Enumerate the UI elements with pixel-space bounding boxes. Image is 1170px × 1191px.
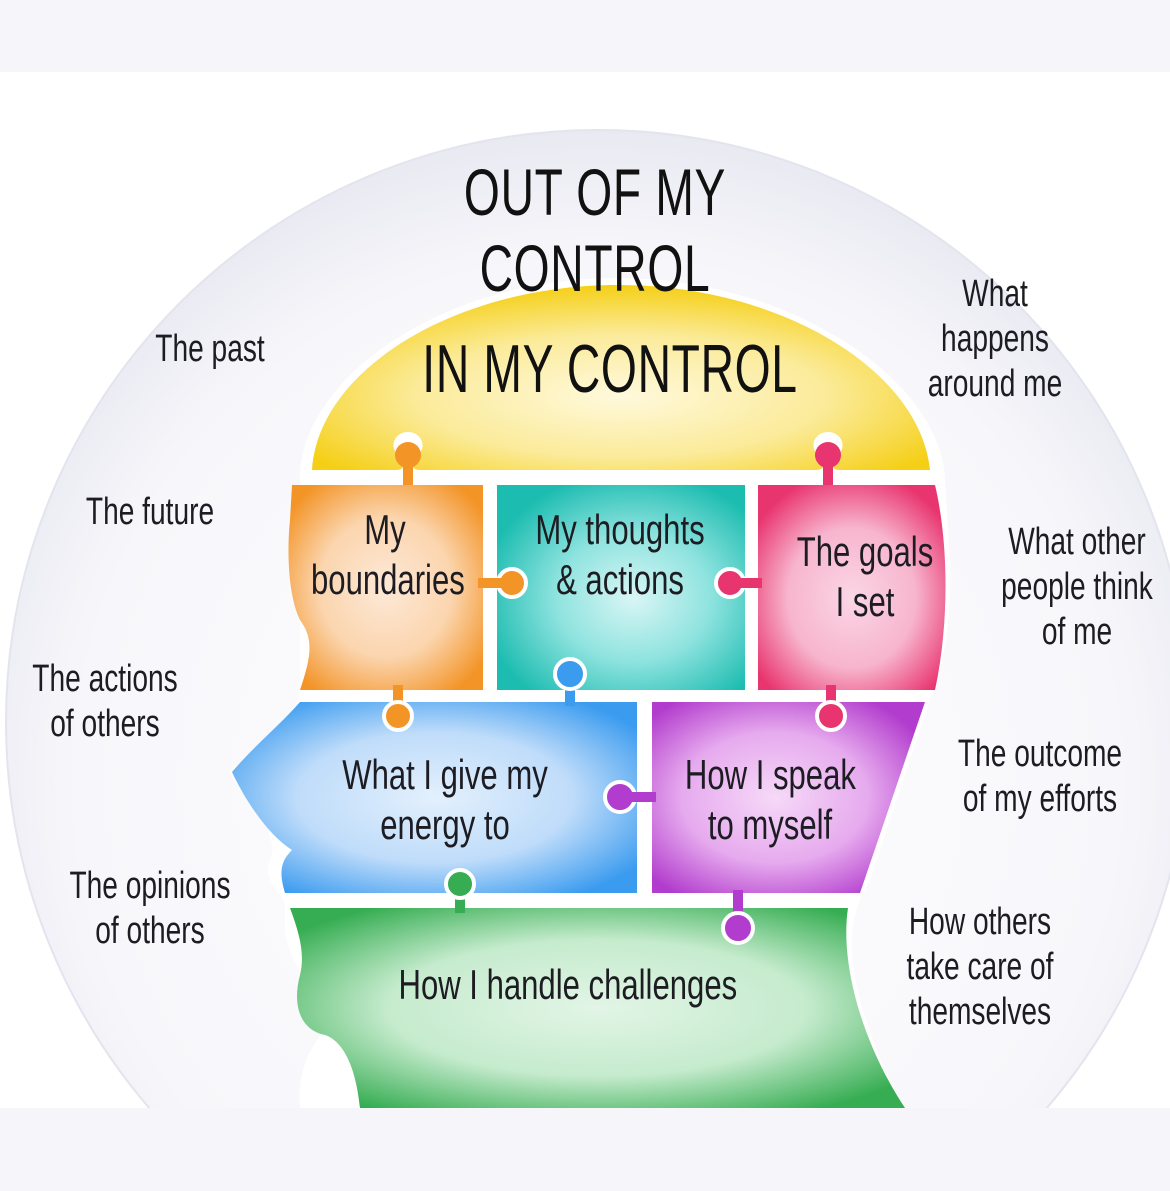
in-control-title: IN MY CONTROL	[422, 331, 798, 407]
piece-green	[290, 908, 905, 1108]
label-goals: The goals I set	[796, 528, 934, 625]
head-puzzle-illustration	[5, 129, 1170, 1108]
label-self-talk: How I speak to myself	[684, 751, 856, 848]
label-challenges: How I handle challenges	[398, 961, 738, 1008]
piece-orange	[288, 485, 483, 690]
label-the-future: The future	[85, 491, 215, 533]
piece-purple	[652, 702, 925, 893]
label-the-past: The past	[155, 328, 265, 370]
label-actions-of-others: The actions of others	[32, 658, 178, 745]
piece-pink	[758, 485, 946, 690]
label-my-boundaries: My boundaries	[311, 506, 465, 603]
out-of-control-title: OUT OF MY CONTROL	[463, 155, 727, 305]
label-outcome-of-efforts: The outcome of my efforts	[957, 733, 1123, 820]
piece-yellow	[312, 285, 930, 470]
label-opinions-of-others: The opinions of others	[69, 865, 231, 952]
label-how-others-take-care: How others take care of themselves	[906, 901, 1054, 1033]
piece-teal	[497, 485, 745, 690]
label-thoughts-actions: My thoughts & actions	[535, 506, 705, 603]
label-what-happens-around-me: What happens around me	[927, 273, 1063, 405]
label-what-others-think: What other people think of me	[1001, 521, 1153, 653]
label-energy: What I give my energy to	[342, 751, 548, 848]
piece-blue	[232, 702, 637, 893]
diagram-canvas: OUT OF MY CONTROL IN MY CONTROL My bound…	[0, 72, 1170, 1108]
